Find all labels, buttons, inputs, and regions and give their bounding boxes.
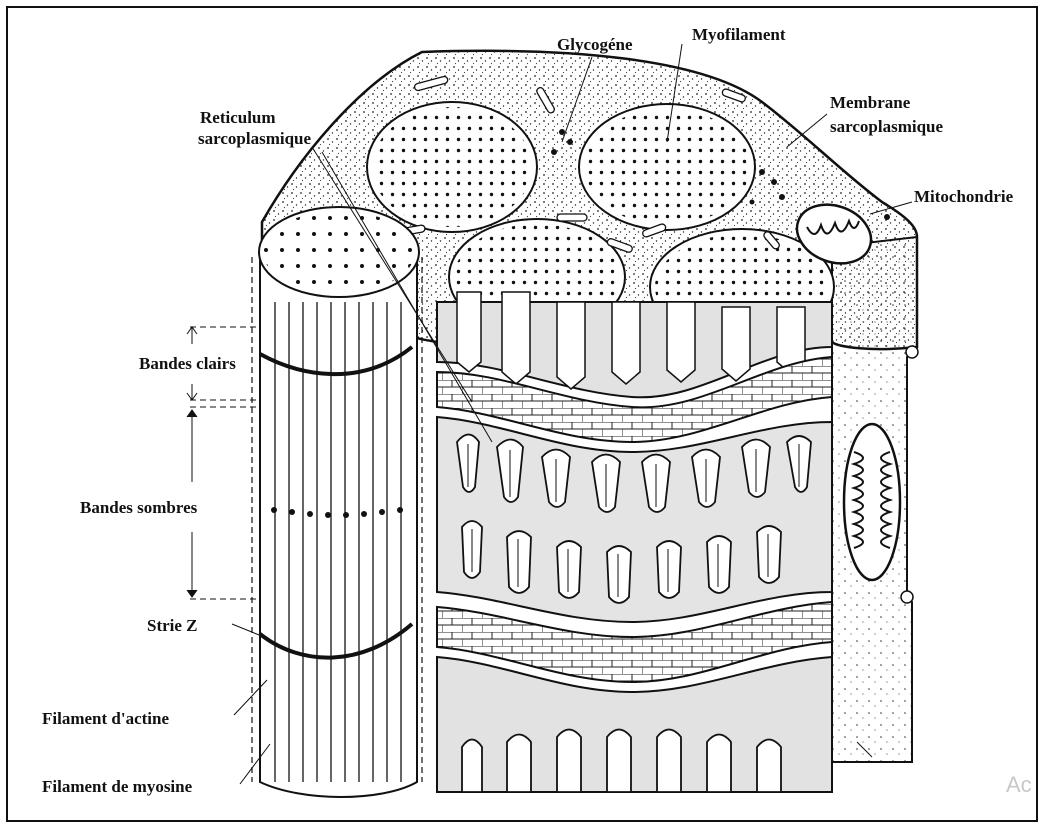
label-glycogen: Glycogéne <box>557 35 633 54</box>
wall-node <box>906 346 918 358</box>
label-strie-z: Strie Z <box>147 616 198 635</box>
mitochondrion-side <box>844 424 900 580</box>
label-reticulum-line2: sarcoplasmique <box>198 129 311 148</box>
figure-frame: Glycogéne Myofilament Reticulum sarcopla… <box>6 6 1038 822</box>
label-myofilament: Myofilament <box>692 25 786 44</box>
watermark-text: Ac <box>1006 772 1032 797</box>
label-myosine: Filament de myosine <box>42 777 193 796</box>
label-actine: Filament d'actine <box>42 709 169 728</box>
label-bandes-clairs: Bandes clairs <box>139 354 236 373</box>
label-mitochondrie: Mitochondrie <box>914 187 1014 206</box>
muscle-fiber-diagram: Glycogéne Myofilament Reticulum sarcopla… <box>8 8 1040 824</box>
label-membrane-line2: sarcoplasmique <box>830 117 943 136</box>
wall-node <box>901 591 913 603</box>
label-reticulum-line1: Reticulum <box>200 108 276 127</box>
label-bandes-sombres: Bandes sombres <box>80 498 198 517</box>
label-membrane-line1: Membrane <box>830 93 911 112</box>
